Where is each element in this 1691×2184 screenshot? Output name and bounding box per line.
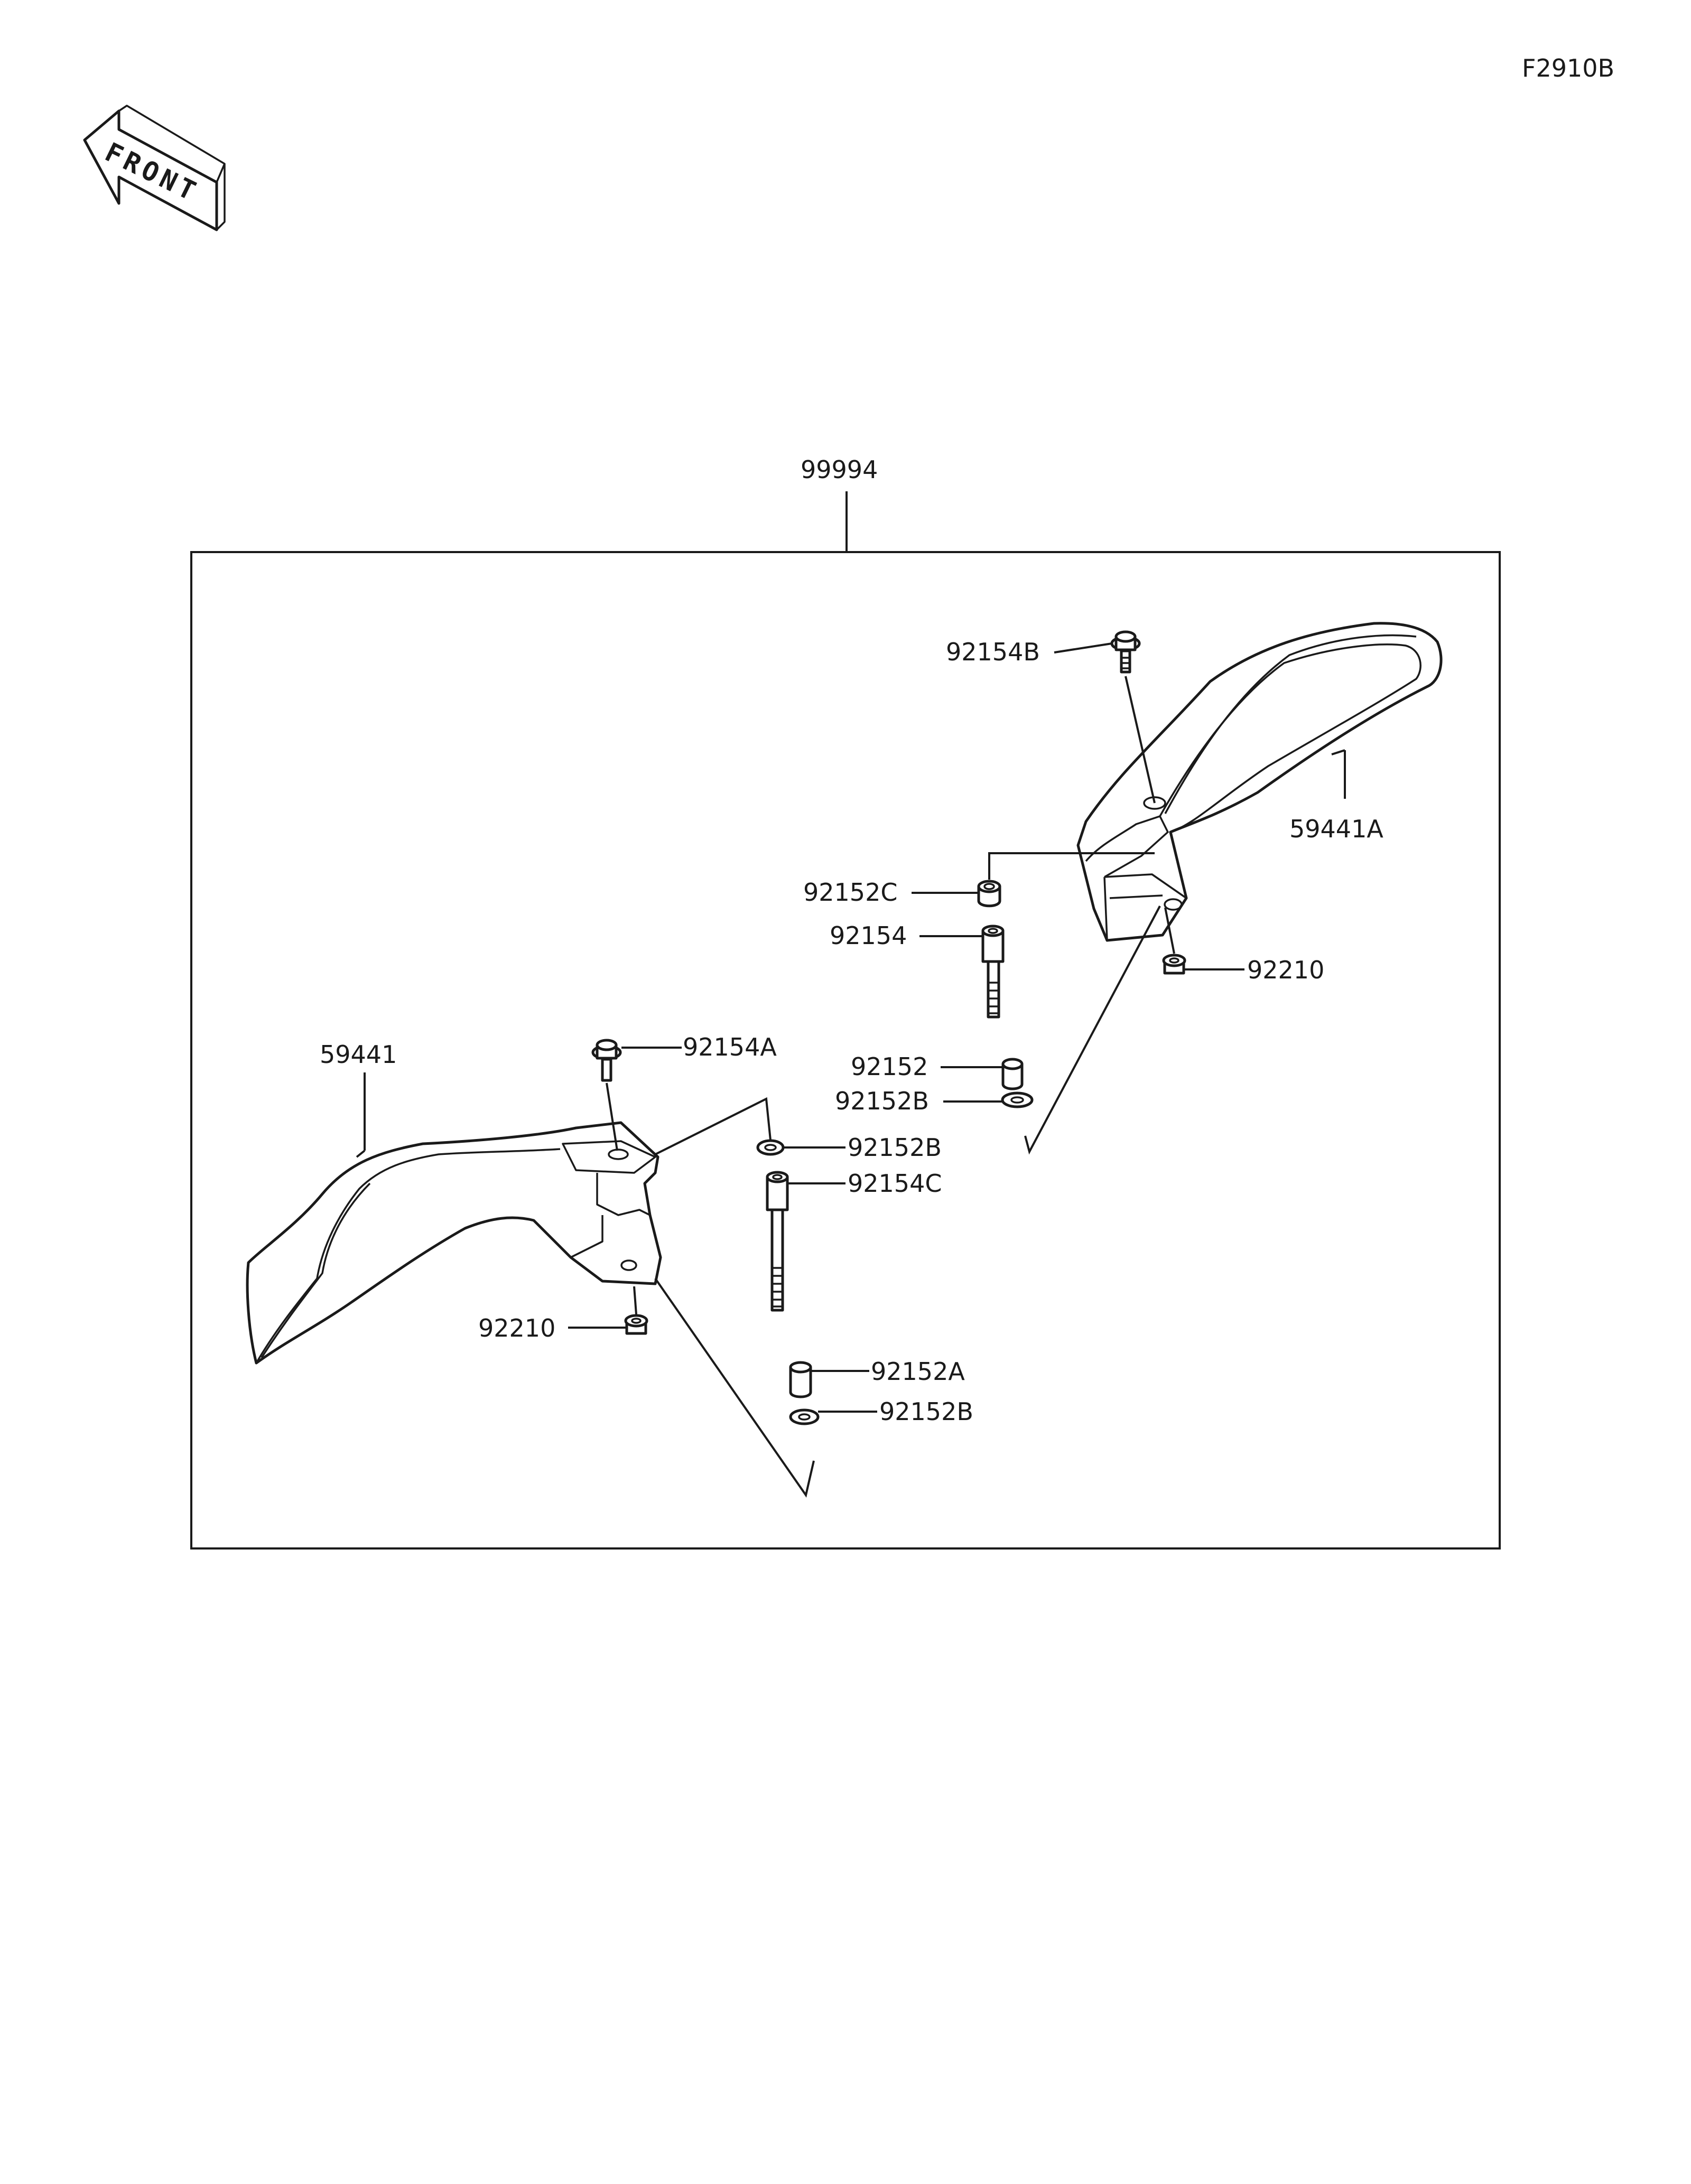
collar-92152 [1001, 1058, 1024, 1090]
bolt-92154A [591, 1039, 622, 1082]
callout-92210-left: 92210 [478, 1314, 555, 1342]
callout-59441: 59441 [320, 1040, 397, 1069]
callout-92210-right: 92210 [1247, 956, 1324, 984]
callout-92152A: 92152A [871, 1357, 965, 1386]
bolt-92154C [766, 1171, 789, 1312]
nut-92210-left [624, 1314, 648, 1335]
bolt-92154B [1110, 630, 1141, 674]
nut-92210-right [1162, 954, 1186, 975]
washer-92152B-3 [789, 1408, 820, 1425]
washer-92152B-1 [1001, 1091, 1034, 1108]
assembly-frame [190, 551, 1501, 1550]
collar-92152C [977, 880, 1001, 908]
callout-92154C: 92154C [848, 1169, 942, 1198]
bolt-92154 [981, 925, 1005, 1019]
callout-92152B-2: 92152B [848, 1133, 942, 1162]
callout-92152C: 92152C [803, 878, 897, 907]
callout-92152B-3: 92152B [879, 1397, 973, 1426]
callout-59441A: 59441A [1289, 815, 1383, 843]
callout-92152B-1: 92152B [835, 1087, 929, 1115]
hand-guard-left [246, 1121, 662, 1365]
front-arrow-icon: FRONT [83, 105, 226, 231]
collar-92152A [789, 1361, 812, 1398]
hand-guard-right [1076, 622, 1443, 942]
callout-92152: 92152 [851, 1052, 928, 1081]
callouts: 92154B 59441A 92152C 92154 92210 92154A … [320, 638, 1383, 1426]
callout-92154A: 92154A [683, 1033, 777, 1061]
callout-92154: 92154 [830, 921, 907, 950]
diagram-code: F2910B [1522, 54, 1614, 82]
callout-92154B: 92154B [946, 638, 1040, 666]
assembly-label: 99994 [801, 455, 878, 484]
assembly-guide-lines [606, 676, 1175, 1498]
washer-92152B-2 [756, 1139, 785, 1156]
